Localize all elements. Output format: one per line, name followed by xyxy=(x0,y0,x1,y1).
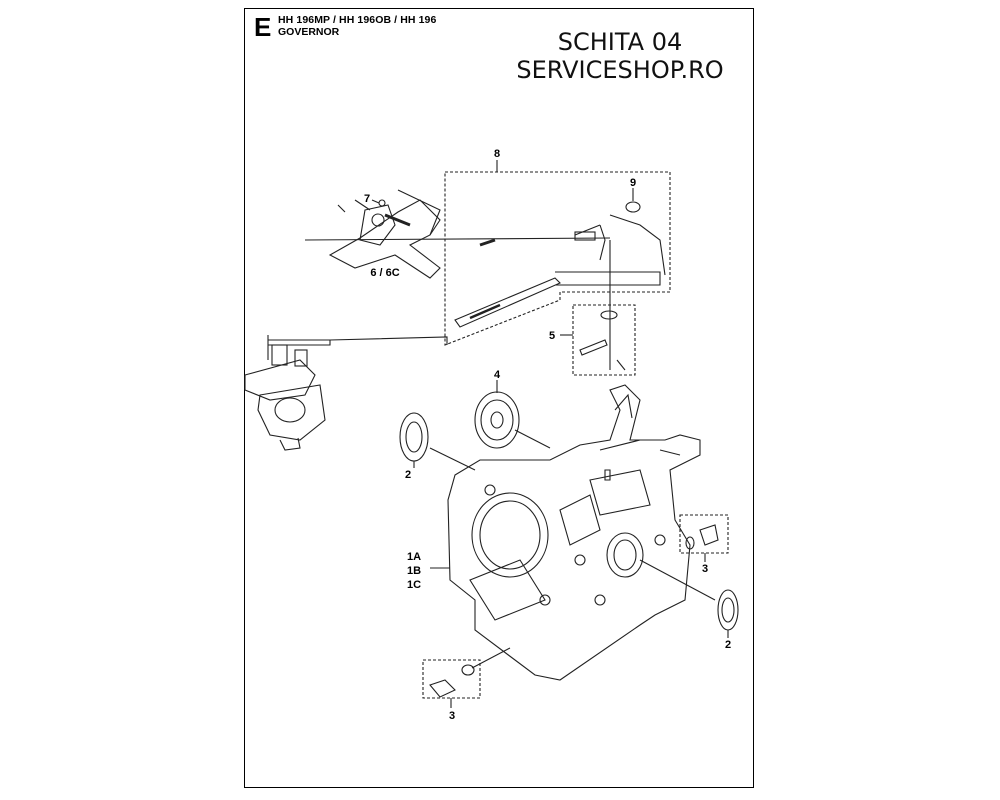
callout-1b: 1B xyxy=(407,565,421,577)
callout-8: 8 xyxy=(494,148,500,160)
part-5-box xyxy=(560,304,636,376)
part-4-gear xyxy=(474,380,551,449)
part-2-oil-seal-right xyxy=(717,589,739,638)
callout-5: 5 xyxy=(549,330,555,342)
page-frame xyxy=(244,8,754,788)
callout-2-left: 2 xyxy=(405,469,411,481)
assembly-title: GOVERNOR xyxy=(278,26,340,38)
leader-7 xyxy=(371,199,380,204)
part-6-bracket xyxy=(328,189,496,279)
section-letter: E xyxy=(254,12,272,42)
callout-9: 9 xyxy=(630,177,636,189)
callout-1c: 1C xyxy=(407,579,421,591)
shop-watermark: SERVICESHOP.RO xyxy=(516,56,724,84)
callout-7: 7 xyxy=(364,193,370,205)
callout-3-right: 3 xyxy=(702,563,708,575)
part-3-bolt-right xyxy=(679,514,729,562)
part-9-washer xyxy=(625,188,641,213)
callout-3-bottom: 3 xyxy=(449,710,455,722)
carburetor xyxy=(244,335,448,451)
part-3-drain-plug xyxy=(422,647,511,708)
callout-1a: 1A xyxy=(407,551,421,563)
callout-2-right: 2 xyxy=(725,639,731,651)
callout-4: 4 xyxy=(494,369,501,381)
crankcase xyxy=(447,384,716,681)
group-box-8 xyxy=(444,171,671,346)
model-list: HH 196MP / HH 196OB / HH 196 xyxy=(278,14,437,26)
callout-6-6c: 6 / 6C xyxy=(370,267,399,279)
part-2-oil-seal-left xyxy=(399,412,476,471)
schematic-number: SCHITA 04 xyxy=(557,28,683,56)
